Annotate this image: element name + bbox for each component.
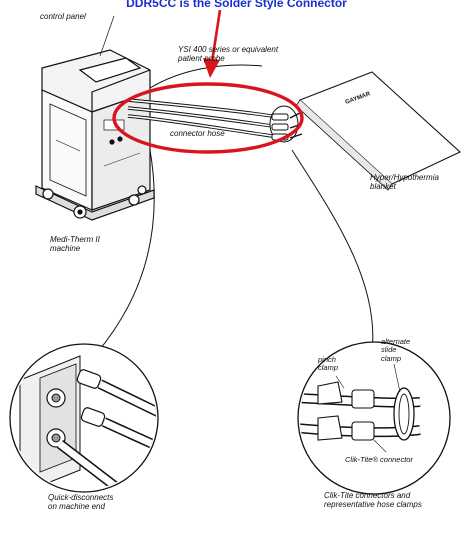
page-title: DDR5CC is the Solder Style Connector [0,0,473,10]
control-panel-leader [100,16,114,56]
pinch-clamp-label: pinch clamp [318,356,338,373]
alternate-slide-clamp-label: alternate slide clamp [381,338,410,363]
patient-probe-label-line2: patient probe [178,55,278,64]
cliktite-caption-line2: representative hose clamps [324,501,422,510]
control-panel-label: control panel [40,13,86,22]
connector-hose-label: connector hose [170,130,225,139]
machine-label-line2: machine [50,245,100,254]
blanket-label: Hyper/Hypothermia blanket [370,174,439,192]
patient-probe-label: YSI 400 series or equivalent patient pro… [178,46,278,64]
quick-disconnect-inset [10,344,170,494]
alternate-slide-clamp-label-line3: clamp [381,355,410,363]
medi-therm-machine [36,50,154,220]
cliktite-lead [292,150,373,352]
blanket-label-line2: blanket [370,183,439,192]
quick-disconnects-caption: Quick-disconnects on machine end [48,494,113,512]
quick-disconnects-caption-line2: on machine end [48,503,113,512]
machine-label: Medi-Therm II machine [50,236,100,254]
cliktite-caption: Clik-Tite connectors and representative … [324,492,422,510]
pinch-clamp-label-line2: clamp [318,364,338,372]
cliktite-connector-label: Clik-Tite® connector [345,456,413,464]
